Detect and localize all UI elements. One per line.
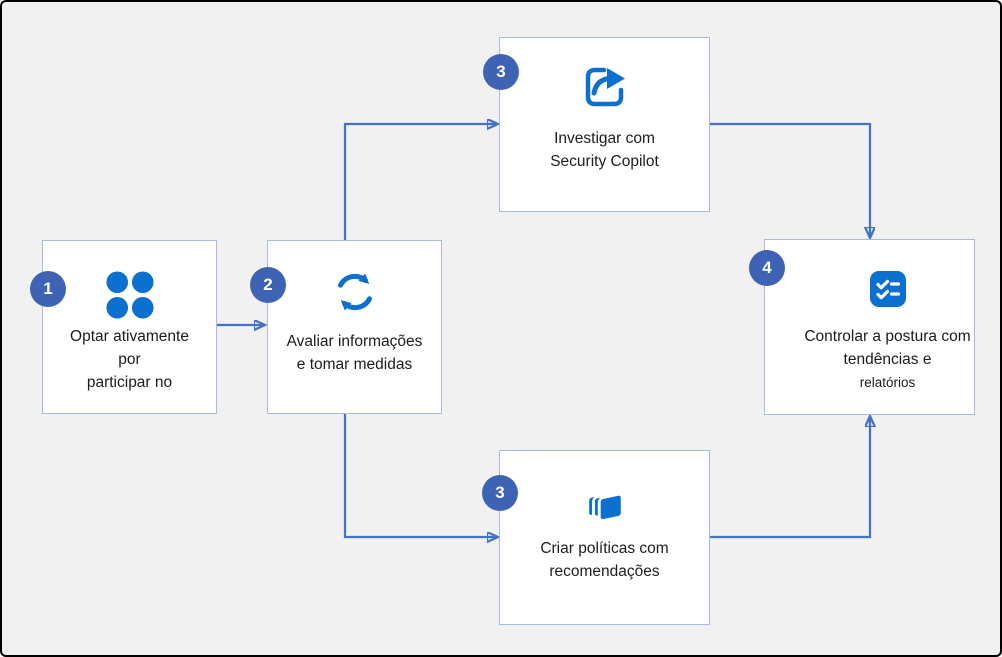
- step-label: Optar ativamente por participar no: [70, 328, 189, 391]
- step-badge: 3: [483, 54, 519, 90]
- checklist-icon: [869, 270, 907, 308]
- step-node-opt-in: Optar ativamente por participar no: [42, 240, 217, 414]
- step-label: Avaliar informações e tomar medidas: [286, 333, 423, 373]
- step-badge: 2: [250, 267, 286, 303]
- connector-investigate-to-step4: [710, 122, 870, 237]
- step-node-investigate: Investigar com Security Copilot: [499, 37, 710, 212]
- step-badge: 3: [482, 475, 518, 511]
- dots-grid-icon: [104, 269, 156, 321]
- connector-policies-to-step4: [710, 417, 870, 539]
- stacked-layers-icon: [582, 480, 628, 526]
- step-badge: 4: [749, 250, 785, 286]
- connector-step2-to-investigate: [343, 124, 497, 240]
- connector-step2-to-policies: [343, 414, 497, 537]
- step-label: Controlar a postura com tendências e rel…: [804, 328, 971, 390]
- step-badge: 1: [30, 271, 66, 307]
- share-arrow-icon: [578, 59, 632, 114]
- sync-arrows-icon: [328, 265, 382, 319]
- step-node-posture: Controlar a postura com tendências e rel…: [764, 239, 975, 415]
- step-node-policies: Criar políticas com recomendações: [499, 450, 710, 625]
- step-label: Investigar com Security Copilot: [550, 130, 659, 170]
- step-label: Criar políticas com recomendações: [540, 540, 669, 580]
- step-node-evaluate: Avaliar informações e tomar medidas: [267, 240, 442, 414]
